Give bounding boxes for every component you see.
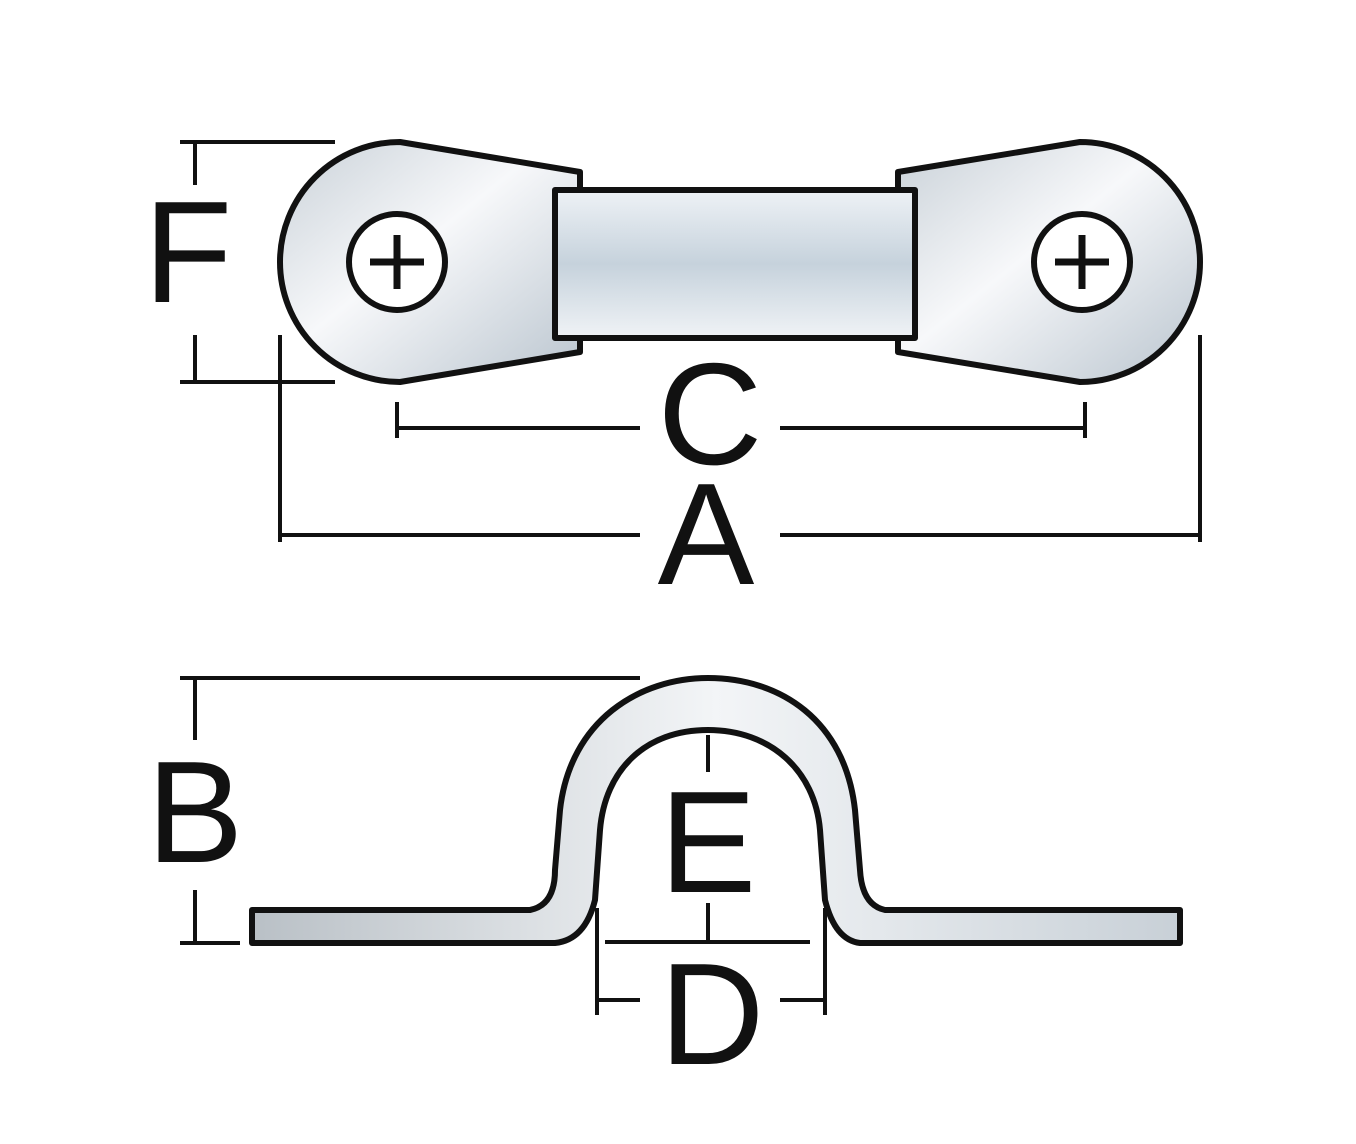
right-screw-hole-icon xyxy=(1031,211,1133,313)
label-b: B xyxy=(146,731,244,893)
dimension-c-lines xyxy=(395,402,1087,438)
dimension-a-lines xyxy=(278,335,1202,542)
top-view xyxy=(277,139,1203,385)
label-e: E xyxy=(659,761,757,923)
label-c: C xyxy=(657,333,763,495)
dimension-f-lines xyxy=(180,140,335,384)
dimension-b-lines xyxy=(180,676,640,945)
label-d: D xyxy=(659,933,765,1095)
left-screw-hole-icon xyxy=(346,211,448,313)
dimension-d-lines xyxy=(595,908,827,1015)
label-a: A xyxy=(657,453,755,615)
strap-bridge xyxy=(552,187,918,341)
side-view-strap xyxy=(249,675,1183,946)
label-f: F xyxy=(143,171,233,333)
